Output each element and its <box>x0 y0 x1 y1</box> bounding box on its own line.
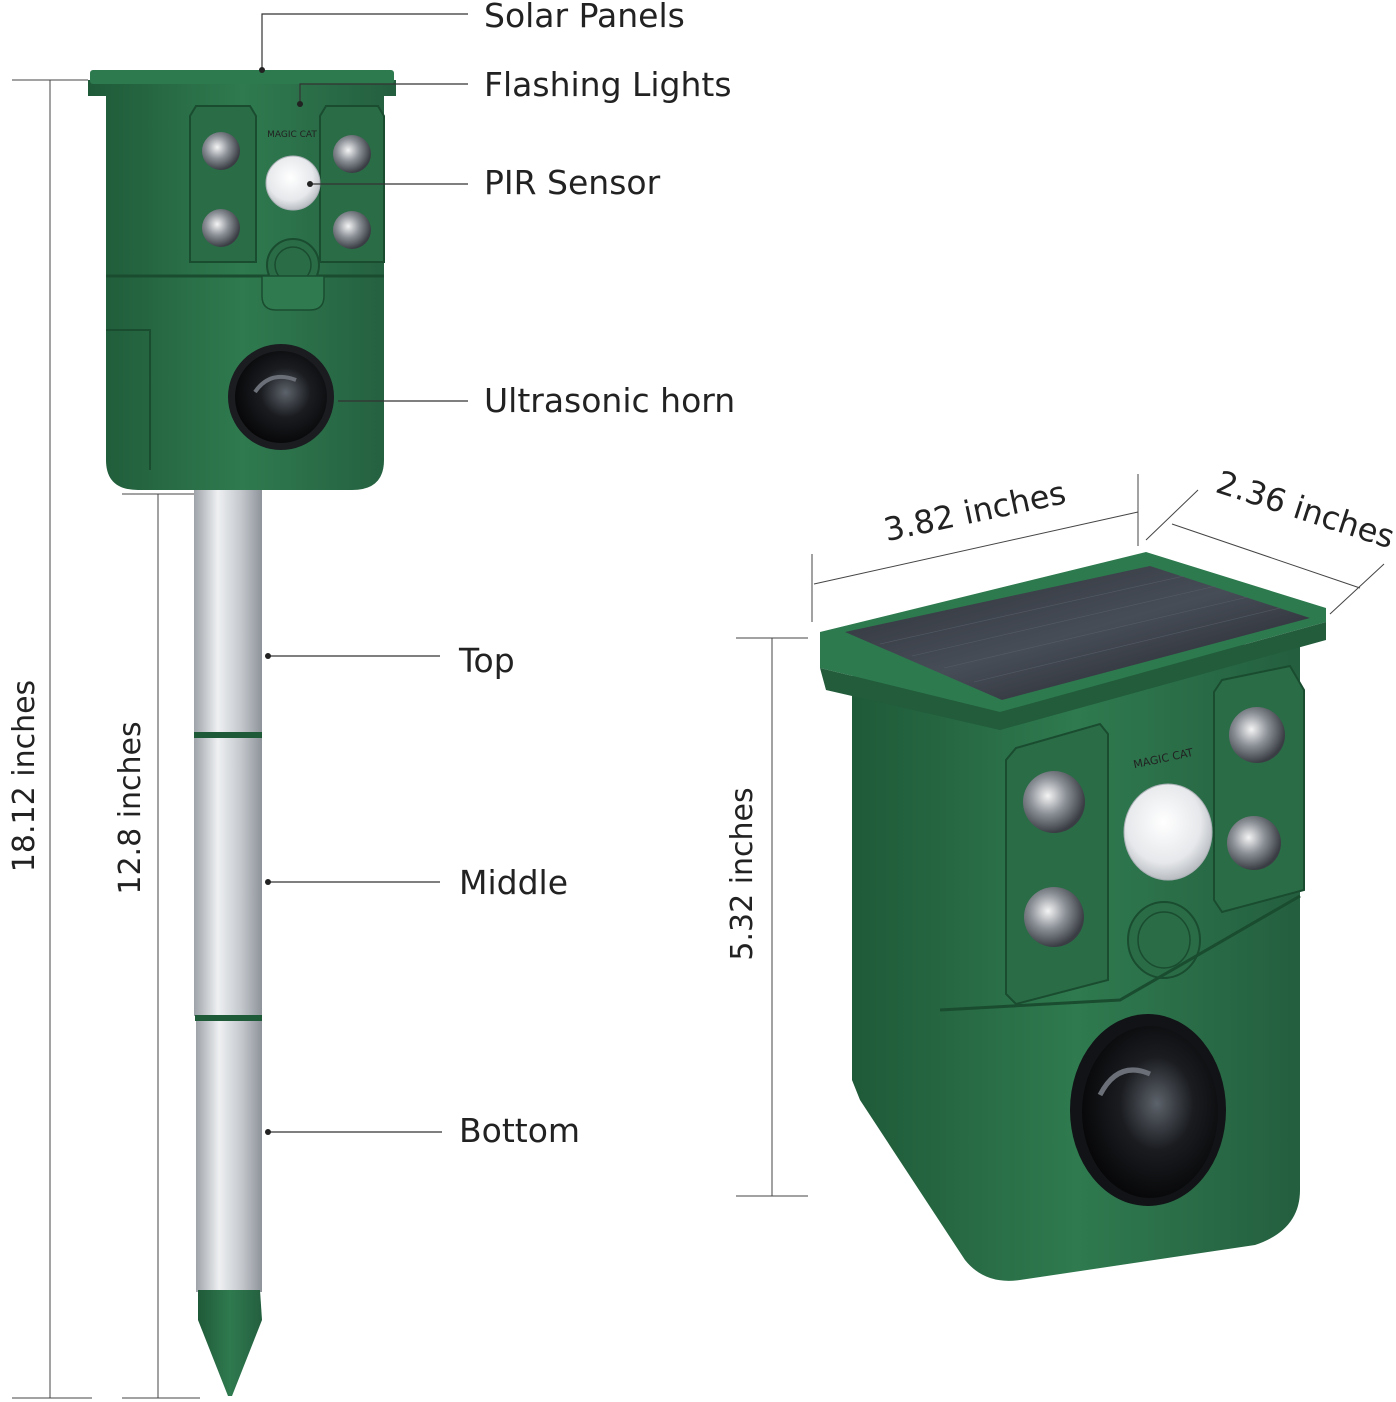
flashing-light <box>1023 771 1085 833</box>
flashing-light <box>1229 707 1285 763</box>
dim-width <box>813 511 1139 585</box>
callout-dot <box>259 67 265 73</box>
flashing-light <box>202 209 240 247</box>
flashing-light <box>1227 816 1281 870</box>
dimension-lines <box>12 79 1385 1399</box>
brand-logo: MAGIC CAT <box>267 130 317 140</box>
callout-dot <box>265 879 271 885</box>
flashing-light <box>202 132 240 170</box>
label-flashing-lights: Flashing Lights <box>484 65 732 104</box>
stake-joint <box>195 1015 262 1021</box>
label-body-height: 5.32 inches <box>725 787 760 960</box>
stake-segment-middle <box>194 738 262 1016</box>
label-depth: 2.36 inches <box>1212 463 1396 556</box>
dim-depth <box>1171 523 1361 589</box>
label-ultrasonic-horn: Ultrasonic horn <box>484 381 735 420</box>
light-panel-right <box>1213 664 1305 914</box>
callout-lines <box>261 13 468 1133</box>
label-middle: Middle <box>459 863 568 902</box>
pir-sensor <box>265 155 321 211</box>
leader-flashing-lights <box>299 83 468 104</box>
light-panel-left <box>1005 722 1109 1006</box>
flashing-light <box>333 135 371 173</box>
label-stake-height: 12.8 inches <box>113 721 148 894</box>
flashing-light <box>1024 887 1084 947</box>
speaker-grille <box>1127 901 1201 979</box>
solar-panel <box>845 566 1310 700</box>
right-device: MAGIC CAT <box>820 552 1326 1281</box>
label-solar-panels: Solar Panels <box>484 0 685 35</box>
callout-dot <box>297 101 303 107</box>
stake-joint <box>194 732 262 738</box>
leader-solar-panels <box>261 13 468 70</box>
label-bottom: Bottom <box>459 1111 580 1150</box>
stake-segment-top <box>194 490 262 736</box>
stake <box>194 490 262 1396</box>
flashing-light <box>333 211 371 249</box>
callout-dot <box>265 653 271 659</box>
stake-spike <box>198 1290 262 1396</box>
housing: MAGIC CAT <box>88 70 396 490</box>
label-total-height: 18.12 inches <box>7 680 42 872</box>
stake-segment-bottom <box>196 1020 262 1292</box>
callout-dot <box>307 181 313 187</box>
solar-lid <box>90 70 394 84</box>
label-width: 3.82 inches <box>880 473 1069 549</box>
left-device: MAGIC CAT <box>88 70 396 1396</box>
label-top: Top <box>458 641 515 680</box>
pir-sensor <box>1123 783 1213 881</box>
callout-dots <box>259 67 313 1135</box>
label-pir-sensor: PIR Sensor <box>484 163 661 202</box>
callout-dot <box>265 1129 271 1135</box>
